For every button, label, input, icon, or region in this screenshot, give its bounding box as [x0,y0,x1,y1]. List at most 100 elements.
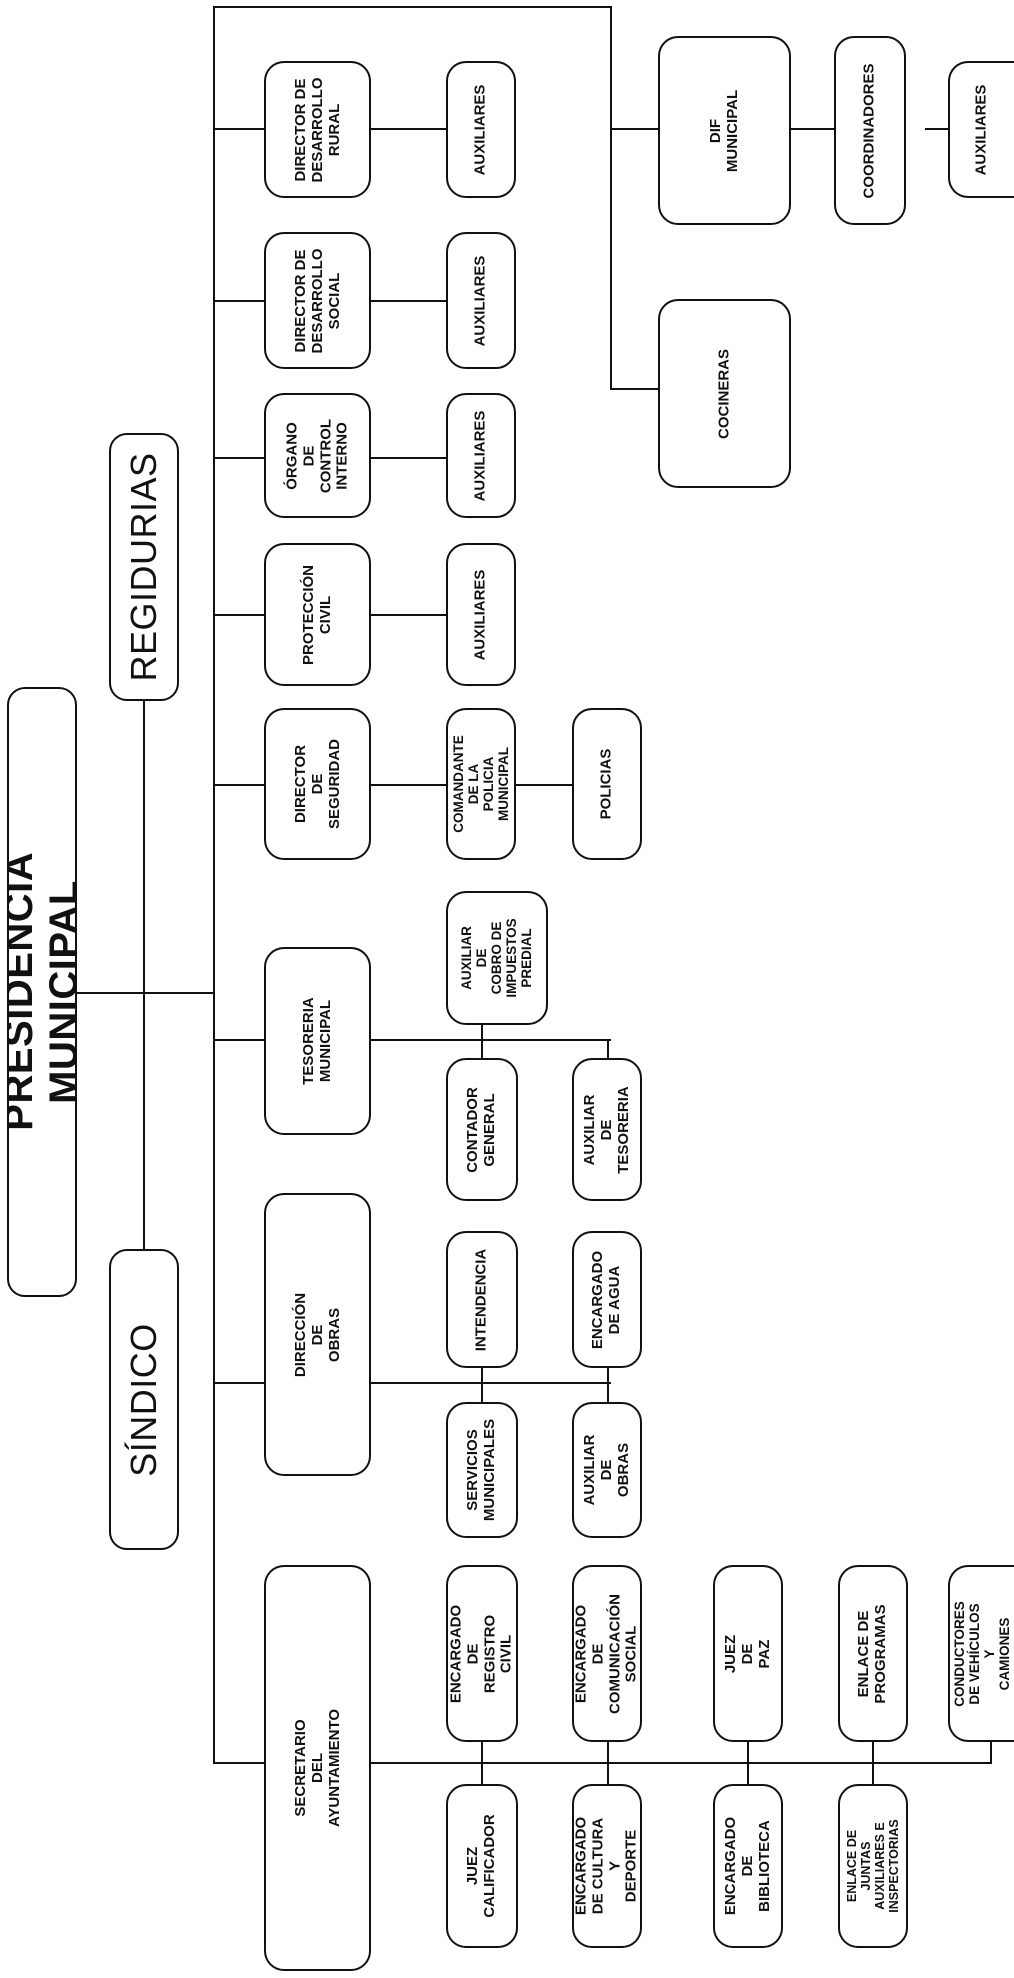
organo-control-box: ÓRGANO DE CONTROL INTERNO [264,393,371,518]
registro-civil-box: ENCARGADO DE REGISTRO CIVIL [446,1565,518,1742]
node-label: ENLACE DE PROGRAMAS [855,1603,889,1704]
desarrollo-rural-box: DIRECTOR DE DESARROLLO RURAL [264,61,371,198]
comunicacion-social-box: ENCARGADO DE COMUNICACIÓN SOCIAL [572,1565,642,1742]
connector [872,1742,874,1762]
organo-label: ÓRGANO DE CONTROL INTERNO [282,418,351,493]
policias-box: POLICIAS [572,708,642,860]
node-label: AUXILIAR DE OBRAS [580,1434,632,1506]
connector [143,700,145,1252]
rural-auxiliares-box: AUXILIARES [446,61,516,198]
dif-municipal-box: DIF MUNICIPAL [658,36,791,225]
tesoreria-municipal-box: TESORERIA MUNICIPAL [264,947,371,1135]
connector [481,1368,483,1402]
proteccion-label: PROTECCIÓN CIVIL [299,564,334,665]
cultura-deporte-box: ENCARGADO DE CULTURA Y DEPORTE [572,1784,642,1948]
node-label: ENLACE DE JUNTAS AUXILIARES E INSPECTORI… [845,1819,901,1913]
node-label: AUXILIAR DE COBRO DE IMPUESTOS PREDIAL [459,918,535,998]
connector [516,784,572,786]
node-label: ENCARGADO DE BIBLIOTECA [721,1816,773,1916]
auxiliar-obras-box: AUXILIAR DE OBRAS [572,1402,642,1538]
connector [607,1742,609,1762]
connector [371,1762,991,1764]
connector [925,128,949,130]
proteccion-civil-box: PROTECCIÓN CIVIL [264,543,371,686]
node-label: CONDUCTORES DE VEHÍCULOS Y CAMIONES [951,1600,1013,1707]
seguridad-label: DIRECTOR DE SEGURIDAD [291,738,342,830]
connector [371,1039,611,1041]
director-seguridad-box: DIRECTOR DE SEGURIDAD [264,708,371,860]
connector [371,457,447,459]
social-label: DIRECTOR DE DESARROLLO SOCIAL [291,248,342,353]
connector [371,1382,611,1384]
node-label: COORDINADORES [860,62,878,199]
tesoreria-label: TESORERIA MUNICIPAL [299,997,334,1085]
sindico-label: SÍNDICO [122,1322,164,1477]
node-label: POLICIAS [597,748,615,820]
direccion-obras-box: DIRECCIÓN DE OBRAS [264,1193,371,1476]
node-label: AUXILIARES [471,84,489,175]
juez-calificador-box: JUEZ CALIFICADOR [446,1784,518,1948]
connector [213,1039,265,1041]
biblioteca-box: ENCARGADO DE BIBLIOTECA [713,1784,783,1948]
connector [872,1764,874,1784]
encargado-agua-box: ENCARGADO DE AGUA [572,1231,642,1368]
connector [371,300,447,302]
node-label: AUXILIAR DE TESORERIA [580,1085,632,1174]
regidurias-label: REGIDURIAS [122,452,164,682]
connector [610,388,660,390]
connector [610,128,660,130]
coordinadores-box: COORDINADORES [834,36,906,225]
node-label: COCINERAS [715,348,733,439]
node-label: AUXILIARES [471,410,489,501]
rural-label: DIRECTOR DE DESARROLLO RURAL [291,77,342,182]
secretario-ayuntamiento-box: SECRETARIO DEL AYUNTAMIENTO [264,1565,371,1971]
node-label: AUXILIARES [471,255,489,346]
comandante-policia-box: COMANDANTE DE LA POLICIA MUNICIPAL [446,708,516,860]
connector [607,1764,609,1784]
connector [213,128,265,130]
node-label: ENCARGADO DE CULTURA Y DEPORTE [572,1816,640,1916]
connector [481,1742,483,1762]
desarrollo-social-box: DIRECTOR DE DESARROLLO SOCIAL [264,232,371,369]
node-label: ENCARGADO DE REGISTRO CIVIL [447,1604,515,1703]
node-label: CONTADOR GENERAL [464,1086,498,1173]
connector [213,1382,265,1384]
obras-label: DIRECCIÓN DE OBRAS [291,1292,342,1377]
connector [371,784,447,786]
connector [371,128,447,130]
connector [75,992,215,994]
connector [747,1742,749,1762]
connector [481,1025,483,1058]
node-label: COMANDANTE DE LA POLICIA MUNICIPAL [450,735,512,833]
sindico-box: SÍNDICO [109,1249,179,1550]
cocineras-box: COCINERAS [658,299,791,488]
connector [481,1764,483,1784]
contador-general-box: CONTADOR GENERAL [446,1058,518,1201]
node-label: INTENDENCIA [472,1248,490,1351]
node-label: JUEZ DE PAZ [721,1634,773,1673]
connector [371,614,447,616]
connector [213,300,265,302]
root-label: PRESIDENCIA MUNICIPAL [7,851,77,1131]
connector [610,6,612,390]
social-auxiliares-box: AUXILIARES [446,232,516,369]
intendencia-box: INTENDENCIA [446,1231,518,1368]
connector [213,784,265,786]
secretario-label: SECRETARIO DEL AYUNTAMIENTO [291,1708,342,1828]
cobro-predial-box: AUXILIAR DE COBRO DE IMPUESTOS PREDIAL [446,891,548,1025]
node-label: JUEZ CALIFICADOR [464,1814,498,1918]
dif-auxiliares-box: AUXILIARES [948,61,1014,198]
node-label: ENCARGADO DE AGUA [589,1250,623,1349]
connector [213,6,215,1764]
juez-de-paz-box: JUEZ DE PAZ [713,1565,783,1742]
servicios-municipales-box: SERVICIOS MUNICIPALES [446,1402,518,1538]
juntas-auxiliares-box: ENLACE DE JUNTAS AUXILIARES E INSPECTORI… [838,1784,908,1948]
node-label: SERVICIOS MUNICIPALES [464,1418,498,1522]
conductores-box: CONDUCTORES DE VEHÍCULOS Y CAMIONES [948,1565,1014,1742]
organo-auxiliares-box: AUXILIARES [446,393,516,518]
presidencia-municipal-box: PRESIDENCIA MUNICIPAL [7,687,77,1297]
connector [213,457,265,459]
connector [213,1762,265,1764]
connector [607,1368,609,1402]
